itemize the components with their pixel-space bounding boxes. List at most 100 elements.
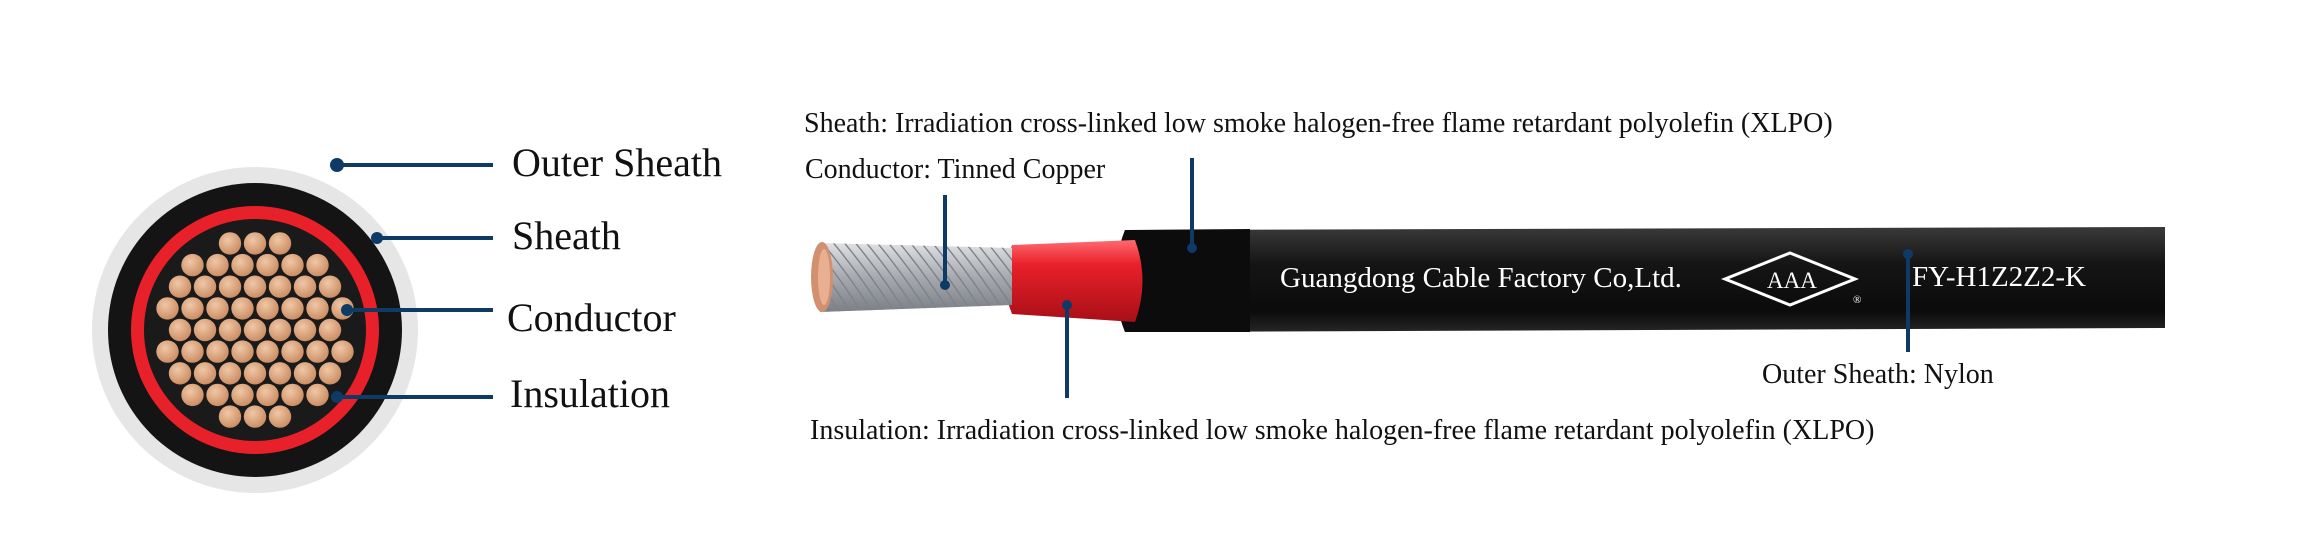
conductor-strand [281,340,304,363]
conductor-strand [218,275,242,298]
conductor-strand [168,318,192,342]
side-insulation-label: Insulation: Irradiation cross-linked low… [810,415,1874,446]
conductor-strand [206,297,229,320]
side-outer-sheath-label: Outer Sheath: Nylon [1762,359,1994,390]
outer-sheath-leader-dot [330,158,344,172]
conductor-strand [268,405,292,428]
conductor-strand [193,275,217,298]
conductor-strand [181,297,204,320]
wire-texture-line [852,243,909,312]
wire-texture-line [721,240,776,316]
conductor-strand [318,362,342,385]
conductor-strand [243,362,267,385]
conductor-strand [218,405,242,428]
conductor-strand [306,340,329,363]
conductor-side-leader-dot [940,280,950,290]
conductor-strand [181,253,204,277]
conductor-strand [331,340,354,363]
wire-texture-line [841,243,898,312]
conductor-strands [156,232,354,428]
conductor-strand [268,362,292,385]
aaa-logo-registered-mark: ® [1853,294,1861,306]
conductor-strand [293,275,317,298]
cable-insulation [1005,240,1143,322]
conductor-strand [256,340,279,363]
conductor-strand [306,297,329,320]
conductor-label: Conductor [507,295,676,340]
side-sheath-label: Sheath: Irradiation cross-linked low smo… [804,108,1833,139]
conductor-leader-dot [341,304,353,316]
conductor-strand [156,340,179,363]
outer-sheath-label: Outer Sheath [512,140,722,185]
sheath-side-leader-dot [1187,243,1197,253]
conductor-strand [243,232,267,255]
sheath-label: Sheath [512,213,621,258]
conductor-strand [256,297,279,320]
conductor-strand [181,383,204,407]
wire-texture-line [743,240,798,316]
conductor-strand [243,405,267,428]
conductor-strand [206,253,229,277]
cable-jacket [1115,227,2165,332]
conductor-strand [318,275,342,298]
conductor-strand [193,362,217,385]
wire-texture-line [820,243,843,312]
wire-texture-line [820,243,865,312]
conductor-strand [318,318,342,342]
conductor-strand [168,362,192,385]
wire-texture-line [962,243,1012,312]
conductor-strand [281,297,304,320]
wire-texture-line [732,240,787,316]
cable-cross-section [92,167,418,493]
wire-texture-line [754,240,809,316]
conductor-strand [268,232,292,255]
conductor-strand [218,318,242,342]
aaa-logo-text: AAA [1767,268,1817,293]
cable-side-view [688,227,2165,332]
wire-texture-line [830,243,887,312]
wire-texture-line [699,240,754,316]
wire-texture-line [874,243,931,312]
wire-texture-line [710,240,765,316]
wire-texture-line [688,240,743,316]
conductor-strand [293,362,317,385]
conductor-strand [281,253,304,277]
conductor-strand [231,253,254,277]
conductor-strand [156,297,179,320]
print-manufacturer: Guangdong Cable Factory Co,Ltd. [1280,262,1682,294]
conductor-strand [231,340,254,363]
aaa-logo: AAA ® [1720,251,1861,307]
insulation-side-leader-dot [1062,300,1072,310]
conductor-strand [256,383,279,407]
conductor-strand [281,383,304,407]
cross-section-leaders [337,163,493,399]
insulation-leader-dot [331,391,343,403]
conductor-strand [256,253,279,277]
sheath-leader-dot [371,232,383,244]
cable-conductor-wires [820,243,1012,312]
conductor-strand [306,383,329,407]
conductor-strand [206,383,229,407]
conductor-strand [293,318,317,342]
print-model: FY-H1Z2Z2-K [1912,261,2086,293]
conductor-strand [231,383,254,407]
conductor-strand [168,275,192,298]
conductor-strand [181,340,204,363]
cable-sheath-step [1115,229,1250,332]
conductor-strand [218,362,242,385]
conductor-strand [206,340,229,363]
conductor-strand [193,318,217,342]
outer-sheath-side-leader-dot [1903,249,1913,259]
insulation-label: Insulation [510,371,670,416]
side-conductor-label: Conductor: Tinned Copper [805,154,1106,185]
conductor-strand [268,275,292,298]
conductor-strand [231,297,254,320]
conductor-strand [243,318,267,342]
wire-texture-line [863,243,920,312]
conductor-strand [306,253,329,277]
conductor-strand [243,275,267,298]
wire-texture-line [973,243,1012,312]
conductor-strand [218,232,242,255]
conductor-strand [268,318,292,342]
